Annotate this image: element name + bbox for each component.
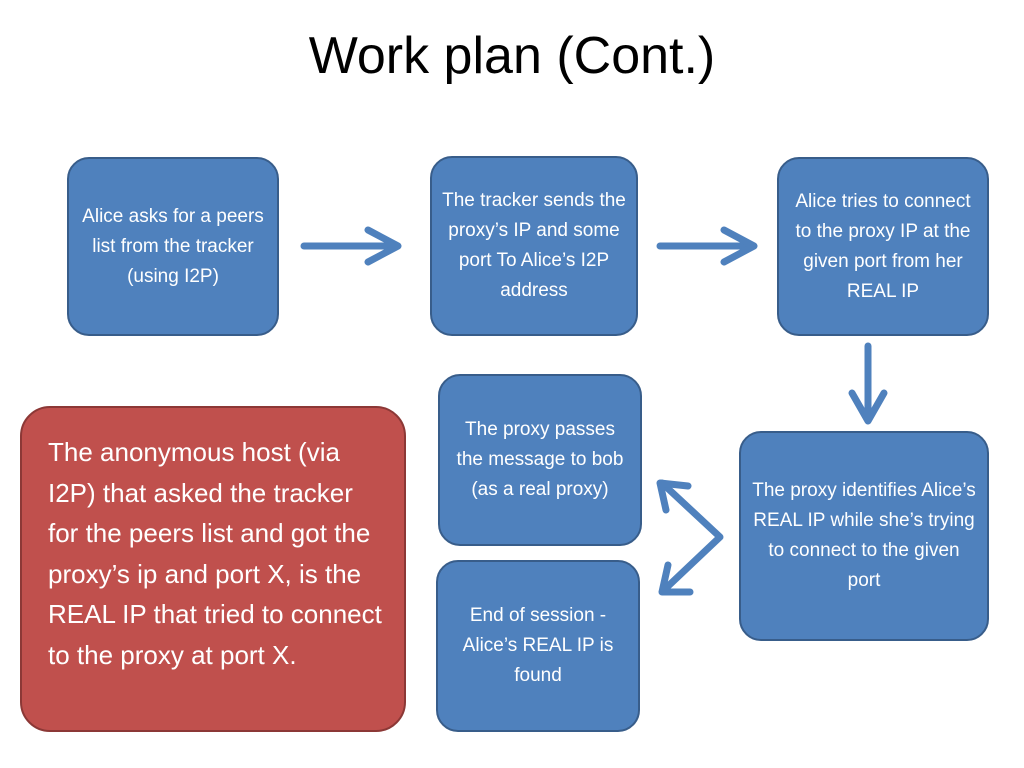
slide-title: Work plan (Cont.) xyxy=(308,27,716,85)
step-box-request-peers: Alice asks for a peers list from the tra… xyxy=(67,157,279,336)
step-box-alice-connects: Alice tries to connect to the proxy IP a… xyxy=(777,157,989,336)
arrow-right-icon xyxy=(300,226,402,266)
step-box-proxy-passes: The proxy passes the message to bob (as … xyxy=(438,374,642,546)
step-text: The proxy passes the message to bob (as … xyxy=(456,419,624,500)
step-text: The proxy identifies Alice’s REAL IP whi… xyxy=(752,480,976,591)
step-text: The tracker sends the proxy’s IP and som… xyxy=(442,190,626,301)
step-box-end-of-session: End of session - Alice’s REAL IP is foun… xyxy=(436,560,640,732)
arrow-split-icon xyxy=(656,479,724,596)
step-box-proxy-identifies: The proxy identifies Alice’s REAL IP whi… xyxy=(739,431,989,641)
arrow-right-icon xyxy=(656,226,758,266)
step-box-tracker-sends-proxy: The tracker sends the proxy’s IP and som… xyxy=(430,156,638,336)
conclusion-note: The anonymous host (via I2P) that asked … xyxy=(20,406,406,732)
step-text: Alice asks for a peers list from the tra… xyxy=(82,205,264,287)
conclusion-text: The anonymous host (via I2P) that asked … xyxy=(48,437,382,670)
arrow-down-icon xyxy=(848,342,888,425)
step-text: End of session - Alice’s REAL IP is foun… xyxy=(462,605,614,686)
step-text: Alice tries to connect to the proxy IP a… xyxy=(795,190,971,302)
